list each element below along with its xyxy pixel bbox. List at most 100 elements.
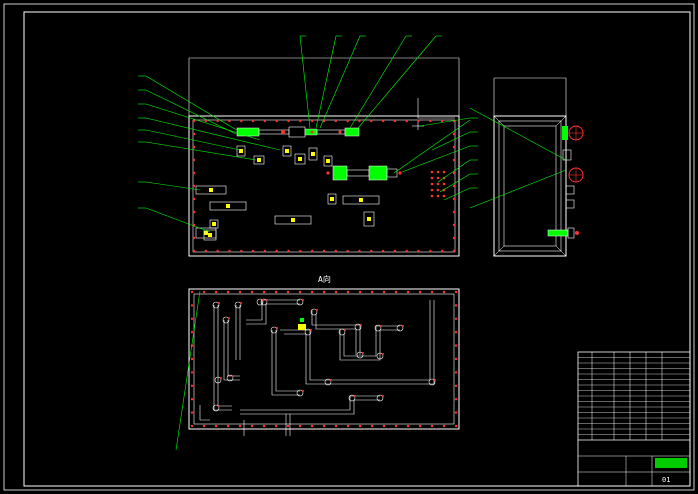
matrix-hole [442, 194, 446, 198]
bolt-hole [346, 249, 349, 253]
channel-node [376, 352, 384, 360]
channel-plug [310, 329, 312, 331]
bolt-hole [204, 249, 208, 253]
bolt-hole [322, 249, 326, 253]
bolt-hole [454, 371, 458, 374]
channel-node [222, 316, 230, 324]
bolt-hole [346, 290, 350, 294]
bolt-hole [262, 424, 266, 428]
leader-line [319, 35, 361, 129]
channel-plug [316, 309, 318, 311]
bolt-hole [204, 119, 208, 123]
clamp-block [203, 229, 217, 241]
bolt-hole [228, 249, 231, 253]
bolt-hole [322, 290, 326, 294]
leader-line [401, 145, 471, 173]
channel-plug [232, 375, 234, 377]
clamp-block-mark [291, 218, 295, 222]
bolt-hole [299, 249, 302, 253]
bolt-hole [454, 290, 458, 294]
bolt-hole [442, 424, 446, 428]
bolt-hole [190, 331, 194, 334]
bolt-hole [417, 119, 420, 123]
leader-line [299, 35, 311, 129]
title-stamp [655, 458, 687, 468]
bolt-hole [452, 236, 456, 240]
channel-node [214, 376, 222, 384]
bolt-hole [405, 249, 408, 253]
bolt-hole [454, 344, 458, 347]
channel-plug [330, 379, 332, 381]
channel-node [356, 351, 364, 359]
bolt-hole [263, 249, 267, 253]
clamp-block-mark [208, 233, 212, 237]
channel-node [226, 374, 234, 382]
leader-line [419, 117, 471, 127]
bolt-hole [370, 249, 373, 253]
bolt-hole [452, 249, 456, 253]
bolt-hole [192, 119, 196, 123]
bolt-hole [214, 290, 218, 294]
bolt-hole [370, 290, 374, 294]
channel-node [428, 378, 436, 386]
bolt-hole [452, 184, 456, 188]
bolt-hole [263, 119, 267, 123]
bolt-hole [452, 223, 456, 227]
bolt-hole [226, 290, 230, 294]
bolt-hole [370, 119, 373, 123]
bolt-hole [370, 424, 374, 428]
bolt-hole [417, 249, 420, 253]
bolt-hole [192, 249, 196, 253]
channel-node [396, 324, 404, 332]
channel-plug [382, 395, 384, 397]
bolt-hole [358, 249, 361, 253]
bolt-hole [287, 119, 290, 123]
bolt-hole [454, 357, 458, 361]
bolt-hole [190, 398, 194, 401]
bolt-hole [298, 424, 302, 428]
clamp-block [253, 155, 265, 165]
clamp-block [342, 195, 380, 205]
matrix-hole [436, 182, 440, 186]
leader-line [443, 187, 471, 201]
clamp-block-mark [239, 149, 243, 153]
channel-node [212, 404, 220, 412]
bolt-hole [440, 119, 444, 123]
matrix-hole [436, 170, 440, 174]
clamp-block-mark [257, 158, 261, 162]
bolt-hole [454, 317, 458, 320]
clamp-block-mark [285, 149, 289, 153]
bolt-hole [240, 249, 243, 253]
bolt-hole [454, 331, 458, 334]
bolt-hole [381, 249, 385, 253]
bolt-hole [310, 424, 314, 428]
bolt-hole [418, 424, 422, 428]
cylinder-assembly-top [236, 126, 360, 138]
bolt-hole [250, 290, 254, 294]
clamp-block [195, 185, 227, 195]
bolt-hole [216, 249, 219, 253]
plan-hole-matrix [430, 170, 446, 198]
clamp-block-mark [209, 188, 213, 192]
matrix-hole [436, 176, 440, 180]
title-block: 01 [577, 351, 691, 487]
bolt-hole [454, 411, 458, 414]
channel-plug [302, 299, 304, 301]
channel-node [270, 326, 278, 334]
bolt-hole [430, 424, 434, 428]
bolt-hole [190, 371, 194, 374]
channel-node [256, 298, 264, 306]
manifold-bolt-holes [190, 290, 458, 428]
bolt-hole [192, 132, 196, 136]
channel-plug [218, 302, 220, 304]
bolt-hole [394, 290, 398, 294]
bolt-hole [358, 119, 361, 123]
sheet-number: 01 [662, 476, 670, 484]
bolt-hole [310, 290, 314, 294]
bolt-hole [381, 119, 385, 123]
bolt-hole [251, 249, 255, 253]
bolt-hole [274, 290, 278, 294]
bolt-hole [214, 424, 218, 428]
clamp-block [308, 147, 318, 161]
